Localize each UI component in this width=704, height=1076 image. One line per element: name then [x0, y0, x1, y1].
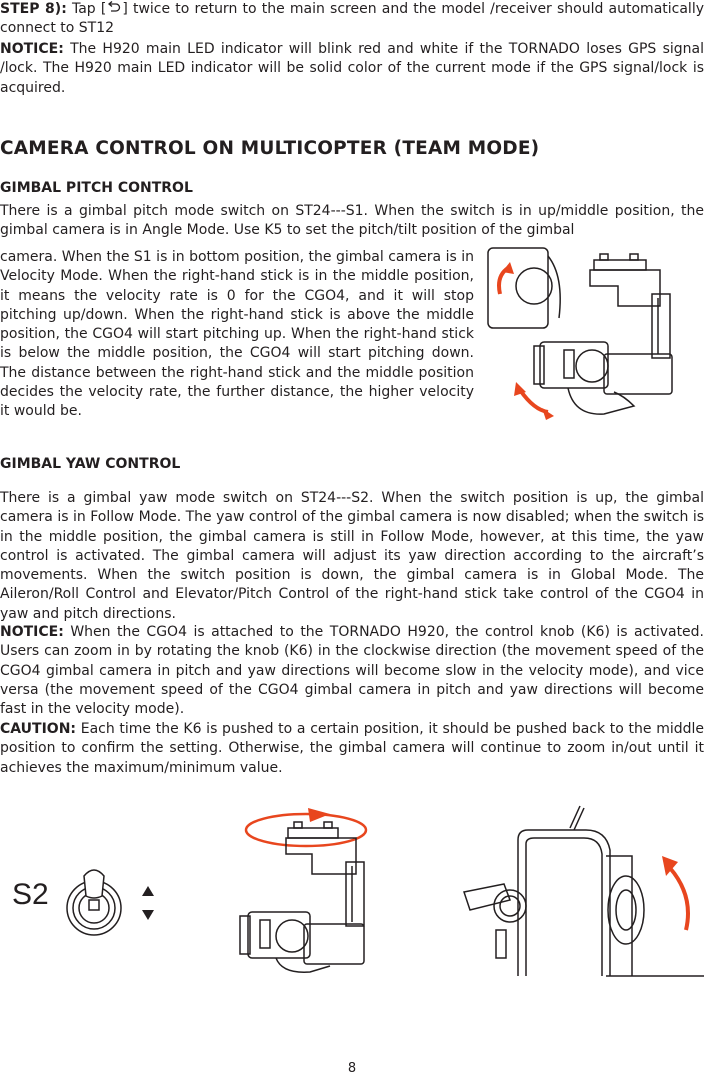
undo-icon — [106, 0, 122, 19]
caution-paragraph: CAUTION: Each time the K6 is pushed to a… — [0, 720, 704, 778]
caution-text: Each time the K6 is pushed to a certain … — [0, 721, 704, 776]
notice-gps-paragraph: NOTICE: The H920 main LED indicator will… — [0, 40, 704, 98]
pitch-wrapped-text: camera. When the S1 is in bottom positio… — [0, 249, 474, 420]
gimbal-side-figure — [463, 805, 704, 977]
notice2-text: When the CGO4 is attached to the TORNADO… — [0, 624, 704, 718]
gimbal-yaw-figure — [239, 808, 368, 973]
arrow-up-icon — [142, 886, 154, 896]
notice-zoom-paragraph: NOTICE: When the CGO4 is attached to the… — [0, 623, 704, 719]
pitch-wrapped: camera. When the S1 is in bottom positio… — [0, 248, 474, 422]
caution-label: CAUTION: — [0, 721, 77, 737]
gimbal-pitch-figure — [487, 247, 673, 420]
step-label: STEP 8): — [0, 1, 67, 17]
notice2-label: NOTICE: — [0, 624, 64, 640]
arrow-down-icon — [142, 910, 154, 920]
step-8-paragraph: STEP 8): Tap [] twice to return to the m… — [0, 0, 704, 39]
page-number: 8 — [347, 1061, 357, 1076]
notice-label: NOTICE: — [0, 41, 64, 57]
yaw-text: There is a gimbal yaw mode switch on ST2… — [0, 490, 704, 622]
yaw-paragraph: There is a gimbal yaw mode switch on ST2… — [0, 489, 704, 624]
notice-text: The H920 main LED indicator will blink r… — [0, 41, 704, 96]
yaw-heading: GIMBAL YAW CONTROL — [0, 456, 181, 472]
pitch-intro-text: There is a gimbal pitch mode switch on S… — [0, 203, 704, 239]
toggle-switch-icon — [66, 869, 154, 936]
pitch-heading: GIMBAL PITCH CONTROL — [0, 180, 193, 196]
step-text-before: Tap [ — [71, 1, 107, 17]
step-text-after: ] twice to return to the main screen and… — [0, 1, 704, 37]
switch-label: S2 — [12, 878, 49, 911]
pitch-intro: There is a gimbal pitch mode switch on S… — [0, 202, 704, 241]
section-title: CAMERA CONTROL ON MULTICOPTER (TEAM MODE… — [0, 138, 540, 159]
